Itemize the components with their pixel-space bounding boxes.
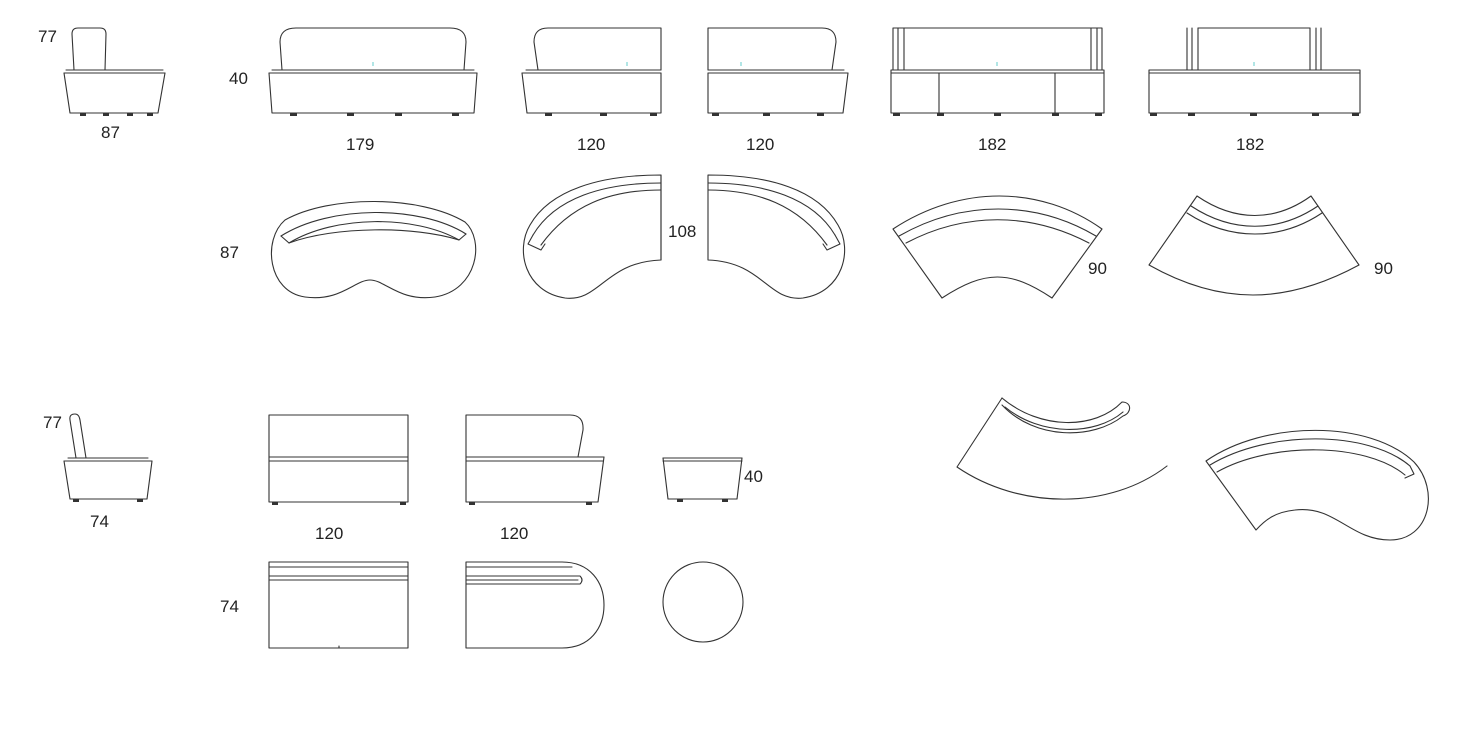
side-height-label: 77 bbox=[38, 27, 57, 46]
curved-outer-width-label: 182 bbox=[1236, 135, 1264, 154]
chair-plan-depth-label: 74 bbox=[220, 597, 239, 616]
left-end-plan bbox=[522, 174, 662, 299]
curved-outer-front-elevation bbox=[1148, 27, 1361, 116]
curved-outer-depth-label: 90 bbox=[1374, 259, 1393, 278]
curved-inner-front-elevation bbox=[890, 27, 1105, 116]
end-plan-depth-label: 108 bbox=[668, 222, 696, 241]
plan-depth-label: 87 bbox=[220, 243, 239, 262]
pouf-front-elevation bbox=[662, 457, 743, 502]
right-end-front-elevation bbox=[707, 27, 849, 116]
end-module-width-label: 120 bbox=[500, 524, 528, 543]
chair-side-height-label: 77 bbox=[43, 413, 62, 432]
kidney-sofa-front-elevation bbox=[268, 27, 478, 116]
pouf-height-label: 40 bbox=[744, 467, 763, 486]
curved-inner-plan bbox=[892, 195, 1103, 299]
end-module-front-elevation bbox=[465, 414, 605, 505]
kidney-sofa-width-label: 179 bbox=[346, 135, 374, 154]
chair-side-depth-label: 74 bbox=[90, 512, 109, 531]
sofa-side-elevation bbox=[63, 27, 166, 116]
left-end-front-elevation bbox=[521, 27, 662, 116]
curved-inner-depth-label: 90 bbox=[1088, 259, 1107, 278]
right-end-plan bbox=[707, 174, 846, 299]
angled-module-plan-left bbox=[956, 397, 1168, 500]
kidney-sofa-plan bbox=[270, 200, 477, 299]
straight-module-front-elevation bbox=[268, 414, 409, 505]
seat-height-label: 40 bbox=[229, 69, 248, 88]
end-module-plan bbox=[465, 561, 605, 649]
angled-module-plan-right bbox=[1205, 429, 1429, 541]
straight-module-width-label: 120 bbox=[315, 524, 343, 543]
side-depth-label: 87 bbox=[101, 123, 120, 142]
left-end-width-label: 120 bbox=[577, 135, 605, 154]
straight-module-plan bbox=[268, 561, 409, 649]
pouf-plan bbox=[662, 561, 744, 643]
curved-outer-plan bbox=[1148, 195, 1360, 296]
chair-side-elevation bbox=[63, 413, 153, 502]
right-end-width-label: 120 bbox=[746, 135, 774, 154]
curved-inner-width-label: 182 bbox=[978, 135, 1006, 154]
